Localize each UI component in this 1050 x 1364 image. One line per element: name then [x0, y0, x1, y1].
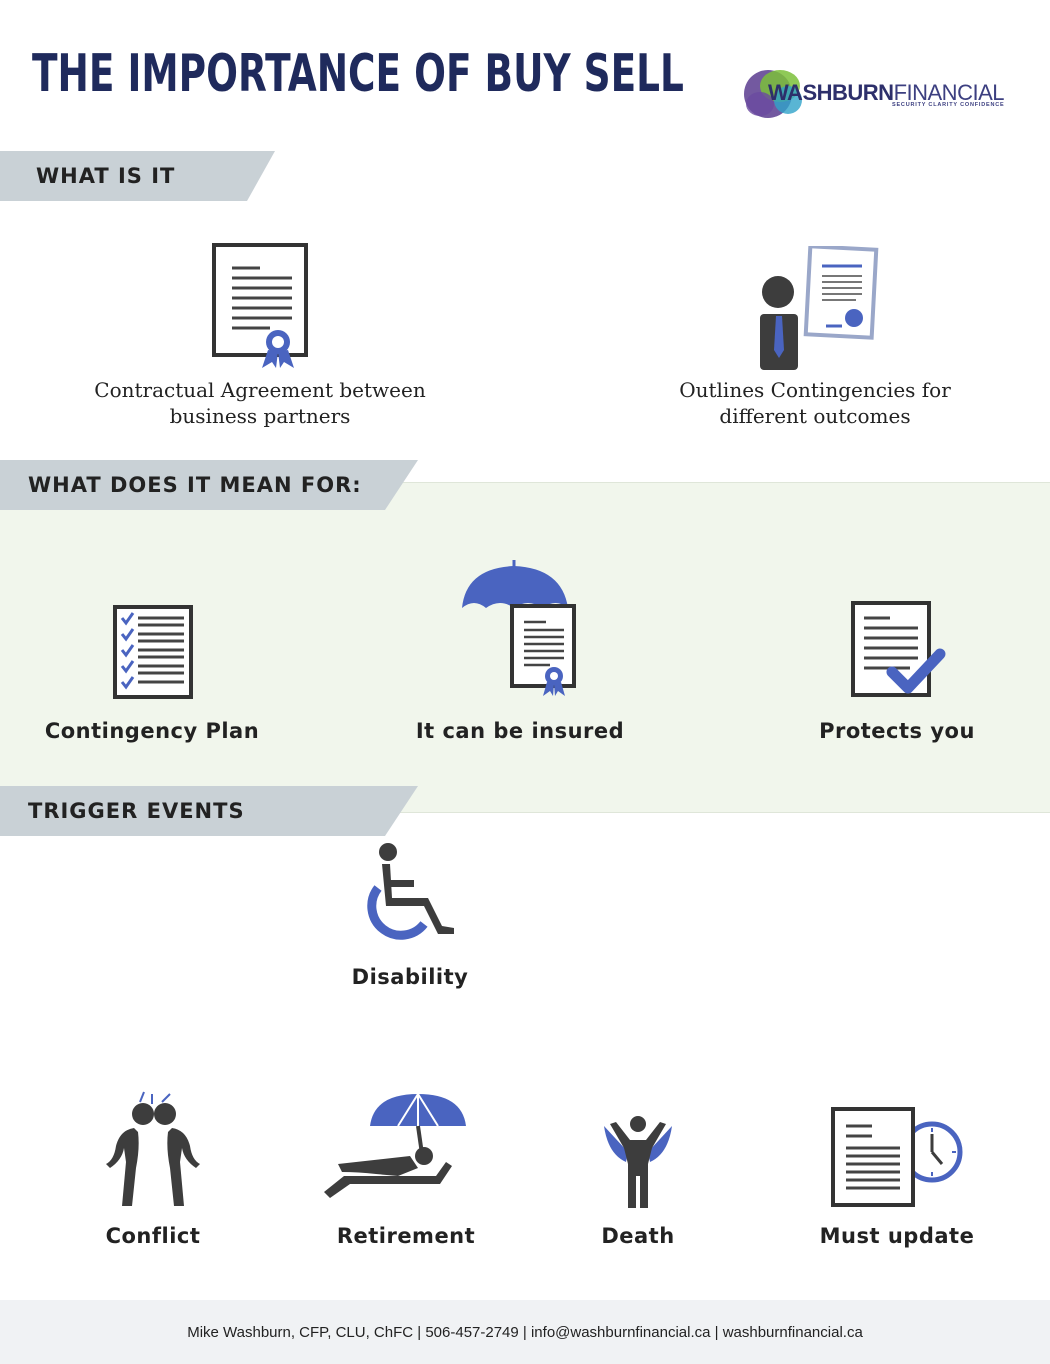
caption-disability: Disability [351, 965, 469, 989]
section-label-what-is-it: WHAT IS IT [36, 164, 176, 188]
angel-icon [604, 1116, 672, 1208]
caption-retirement: Retirement [336, 1224, 476, 1248]
section-label-triggers: TRIGGER EVENTS [28, 799, 245, 823]
caption-must-update: Must update [819, 1224, 975, 1248]
logo-name-bold: WASHBURN [768, 80, 894, 105]
caption-outlines-line2: different outcomes [719, 404, 911, 428]
logo-tagline: SECURITY CLARITY CONFIDENCE [892, 102, 1005, 108]
caption-contractual-line2: business partners [169, 404, 351, 428]
certificate-icon [212, 243, 308, 368]
conflict-icon [106, 1091, 200, 1206]
caption-contractual: Contractual Agreement between business p… [60, 377, 460, 429]
caption-protects-you: Protects you [819, 719, 975, 743]
umbrella-certificate-icon [462, 560, 576, 696]
caption-outlines-line1: Outlines Contingencies for [679, 378, 951, 402]
section-label-meaning: WHAT DOES IT MEAN FOR: [28, 473, 362, 497]
caption-outlines: Outlines Contingencies for different out… [615, 377, 1015, 429]
document-clock-icon [831, 1107, 963, 1207]
checklist-icon [113, 605, 193, 699]
caption-contingency-plan: Contingency Plan [44, 719, 260, 743]
section-bar-what-is-it [0, 151, 275, 201]
document-check-icon [851, 601, 946, 697]
logo-name-light: FINANCIAL [893, 80, 1005, 105]
wheelchair-icon [367, 843, 454, 940]
section-bar-triggers [0, 786, 418, 836]
washburn-logo [744, 70, 802, 118]
caption-conflict: Conflict [105, 1224, 201, 1248]
section-bar-meaning [0, 460, 418, 510]
logo-wordmark: WASHBURNFINANCIAL [768, 80, 1004, 106]
caption-contractual-line1: Contractual Agreement between [94, 378, 426, 402]
footer-contact: Mike Washburn, CFP, CLU, ChFC | 506-457-… [187, 1324, 863, 1341]
caption-death: Death [601, 1224, 675, 1248]
retirement-icon [324, 1093, 466, 1198]
page-title: THE IMPORTANCE OF BUY SELL [32, 44, 684, 104]
caption-can-be-insured: It can be insured [415, 719, 625, 743]
person-document-icon [760, 246, 879, 370]
footer-background [0, 1300, 1050, 1364]
